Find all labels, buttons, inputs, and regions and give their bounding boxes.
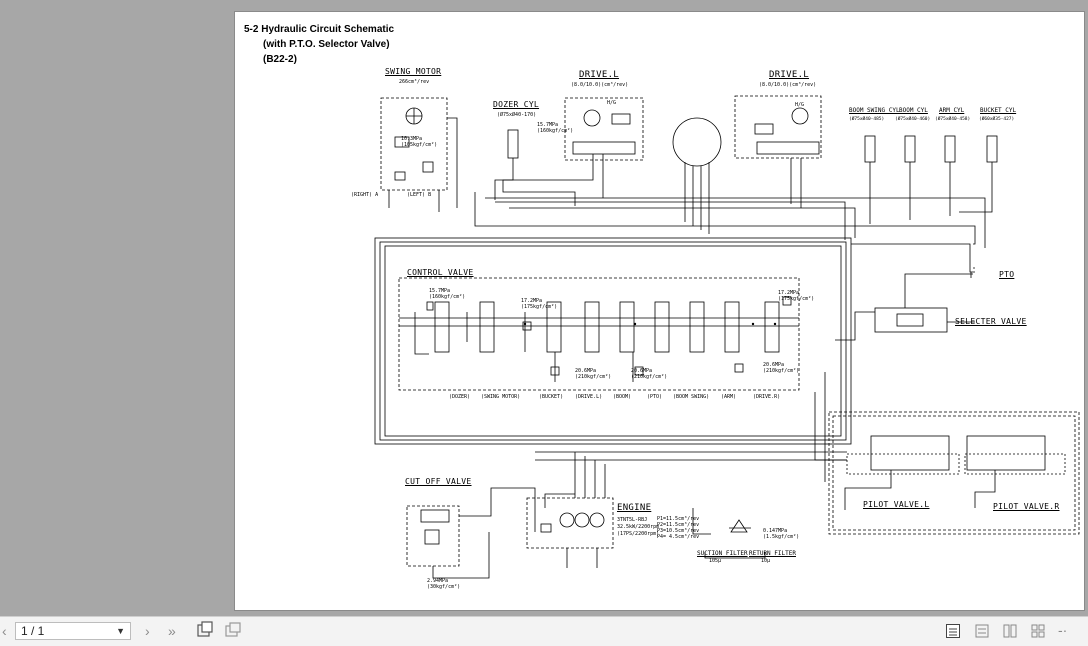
continuous-icon[interactable] xyxy=(975,624,989,638)
arm-cyl-label: ARM CYL xyxy=(939,107,965,114)
pilot-valve-l-label: PILOT VALVE.L xyxy=(863,500,930,509)
dozer-cyl-spec: (Ø75xØ40-170) xyxy=(497,112,537,118)
boom-swing-cyl-label: BOOM SWING CYL xyxy=(849,107,900,114)
selecter-valve-label: SELECTER VALVE xyxy=(955,317,1027,326)
boom-swing-cyl-spec: (Ø75xØ40-485) xyxy=(849,117,885,122)
single-page-icon[interactable] xyxy=(946,624,960,638)
boom-cyl-spec: (Ø75xØ40-460) xyxy=(895,117,931,122)
relief-3-kgf: (175kgf/cm²) xyxy=(778,296,815,302)
swing-motor-spec: 266cm³/rev xyxy=(399,79,430,85)
cutoff-pressure: 2.94MPa xyxy=(427,578,449,584)
section-drive-l: (DRIVE.L) xyxy=(575,394,603,400)
return-relief-kgf: (1.5kgf/cm²) xyxy=(763,534,800,540)
bucket-cyl-label: BUCKET CYL xyxy=(980,107,1017,114)
relief-5-pressure: 20.6MPa xyxy=(631,368,653,374)
hi-lo-right: H/G xyxy=(795,102,805,108)
relief-6-pressure: 20.6MPa xyxy=(763,362,785,368)
zoom-out-icon[interactable] xyxy=(224,621,242,642)
drive-relief-kgf: (160kgf/cm²) xyxy=(537,128,574,134)
relief-2-pressure: 17.2MPa xyxy=(521,298,543,304)
swing-motor-label: SWING MOTOR xyxy=(385,67,442,76)
pilot-valve-r-label: PILOT VALVE.R xyxy=(993,502,1060,511)
chevron-down-icon: ▼ xyxy=(116,626,125,636)
dozer-cyl-label: DOZER CYL xyxy=(493,100,540,109)
swing-relief-pressure: 10.3MPa xyxy=(401,136,423,142)
document-title: 5-2 Hydraulic Circuit Schematic xyxy=(244,24,395,35)
suction-filter-mesh: 105µ xyxy=(709,558,722,564)
drive-l-left-label: DRIVE.L xyxy=(579,70,620,80)
cutoff-pressure-kgf: (30kgf/cm²) xyxy=(427,584,461,590)
zoom-in-icon[interactable] xyxy=(196,621,214,642)
cut-off-valve-label: CUT OFF VALVE xyxy=(405,477,472,486)
relief-4-pressure: 20.6MPa xyxy=(575,368,597,374)
relief-1-kgf: (160kgf/cm²) xyxy=(429,294,466,300)
return-filter-label: RETURN FILTER xyxy=(749,550,796,557)
return-filter-mesh: 10µ xyxy=(761,558,771,564)
relief-5-kgf: (210kgf/cm²) xyxy=(631,374,668,380)
section-dozer: (DOZER) xyxy=(449,394,471,400)
document-viewer[interactable]: 5-2 Hydraulic Circuit Schematic (with P.… xyxy=(0,0,1088,616)
section-boom: (BOOM) xyxy=(613,394,632,400)
hi-lo-left: H/G xyxy=(607,100,617,106)
double-chevron-right-icon[interactable]: » xyxy=(168,623,176,639)
engine-rating: (17PS/2200rpm) xyxy=(617,531,660,537)
drive-l-right-label: DRIVE.L xyxy=(769,70,810,80)
drive-relief-pressure: 15.7MPa xyxy=(537,122,559,128)
drive-l-left-spec: (8.0/10.0)(cm³/rev) xyxy=(571,82,629,88)
relief-1-pressure: 15.7MPa xyxy=(429,288,451,294)
swing-relief-kgf: (105kgf/cm²) xyxy=(401,142,438,148)
viewer-toolbar: ‹ 1 / 1 ▼ › » -· xyxy=(0,616,1088,646)
document-code: (B22-2) xyxy=(263,54,297,65)
arm-cyl-spec: (Ø75xØ40-458) xyxy=(935,117,971,122)
pump-p3: P3=10.5cm³/rev xyxy=(657,528,700,534)
pump-p1: P1=11.5cm³/rev xyxy=(657,516,700,522)
drive-l-right-spec: (8.0/10.0)(cm³/rev) xyxy=(759,82,817,88)
boom-cyl-label: BOOM CYL xyxy=(899,107,928,114)
return-relief-pressure: 0.147MPa xyxy=(763,528,788,534)
pump-p2: P2=11.5cm³/rev xyxy=(657,522,700,528)
suction-filter-label: SUCTION FILTER xyxy=(697,550,748,557)
relief-3-pressure: 17.2MPa xyxy=(778,290,800,296)
pto-label: PTO xyxy=(999,270,1015,279)
section-pto: (PTO) xyxy=(647,394,663,400)
section-arm: (ARM) xyxy=(721,394,737,400)
section-boom-swing: (BOOM SWING) xyxy=(673,394,710,400)
relief-4-kgf: (210kgf/cm²) xyxy=(575,374,612,380)
two-page-continuous-icon[interactable] xyxy=(1031,624,1045,638)
bucket-cyl-spec: (Ø60xØ35-427) xyxy=(979,117,1015,122)
more-options-icon[interactable]: -· xyxy=(1058,622,1068,638)
page-indicator: 1 / 1 xyxy=(21,624,45,638)
engine-model: 3TNT5L-RBJ xyxy=(617,517,648,523)
engine-power: 32.5kW/2200rpm xyxy=(617,524,660,530)
section-swing-motor: (SWING MOTOR) xyxy=(481,394,521,400)
section-drive-r: (DRIVE.R) xyxy=(753,394,781,400)
right-a-label: (RIGHT) A xyxy=(351,192,379,198)
left-b-label: (LEFT) B xyxy=(407,192,432,198)
chevron-left-icon[interactable]: ‹ xyxy=(2,623,7,639)
two-page-icon[interactable] xyxy=(1003,624,1017,638)
document-page: 5-2 Hydraulic Circuit Schematic (with P.… xyxy=(234,11,1085,611)
pump-p4: P4= 4.5cm³/rev xyxy=(657,534,700,540)
document-subtitle: (with P.T.O. Selector Valve) xyxy=(263,39,390,50)
section-bucket: (BUCKET) xyxy=(539,394,564,400)
page-select[interactable]: 1 / 1 ▼ xyxy=(15,622,131,640)
relief-6-kgf: (210kgf/cm²) xyxy=(763,368,800,374)
relief-2-kgf: (175kgf/cm²) xyxy=(521,304,558,310)
chevron-right-icon[interactable]: › xyxy=(145,623,150,639)
hydraulic-schematic xyxy=(374,95,1080,579)
engine-label: ENGINE xyxy=(617,503,652,513)
control-valve-label: CONTROL VALVE xyxy=(407,268,474,277)
